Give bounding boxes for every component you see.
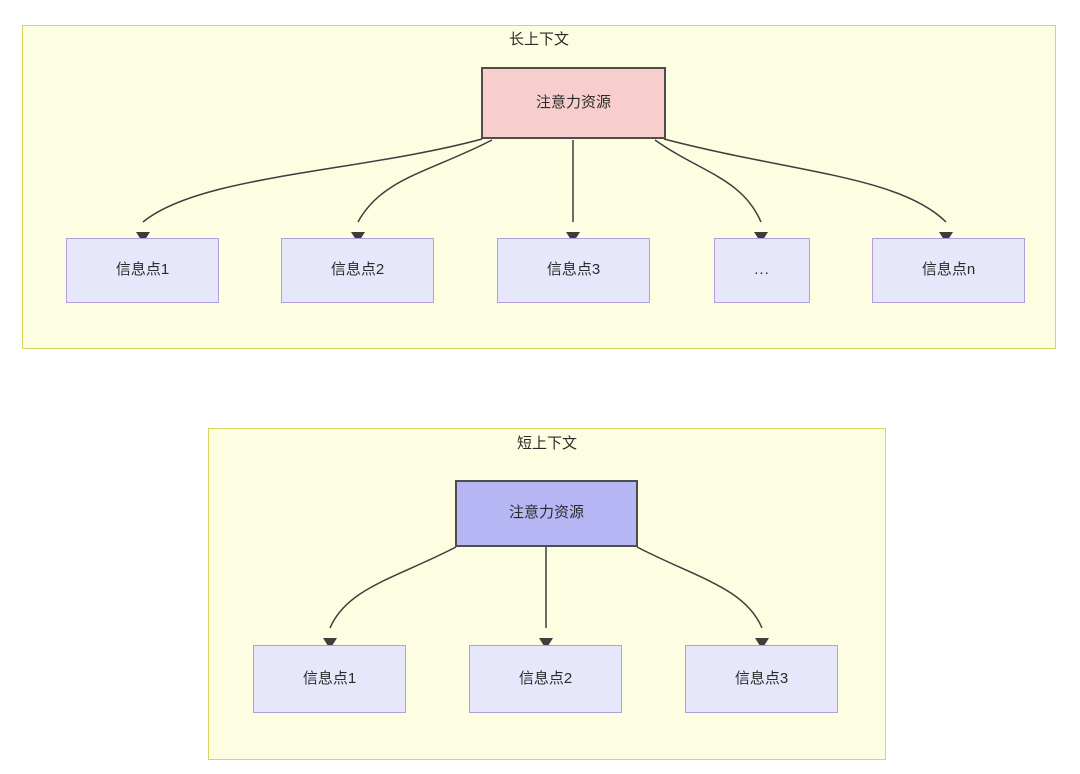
node-info-point-2-long[interactable]: 信息点2 xyxy=(281,238,434,303)
node-info-point-2-short[interactable]: 信息点2 xyxy=(469,645,622,713)
node-info-point-1-short[interactable]: 信息点1 xyxy=(253,645,406,713)
node-info-point-3-long[interactable]: 信息点3 xyxy=(497,238,650,303)
panel-long-context-title: 长上下文 xyxy=(508,31,569,48)
node-info-point-3-short[interactable]: 信息点3 xyxy=(685,645,838,713)
node-info-point-ellipsis-long[interactable]: ... xyxy=(714,238,810,303)
node-info-point-1-long[interactable]: 信息点1 xyxy=(66,238,219,303)
node-attention-resource-short[interactable]: 注意力资源 xyxy=(455,480,638,547)
node-attention-resource-long[interactable]: 注意力资源 xyxy=(481,67,666,139)
node-info-point-n-long[interactable]: 信息点n xyxy=(872,238,1025,303)
panel-short-context-title: 短上下文 xyxy=(516,435,577,452)
